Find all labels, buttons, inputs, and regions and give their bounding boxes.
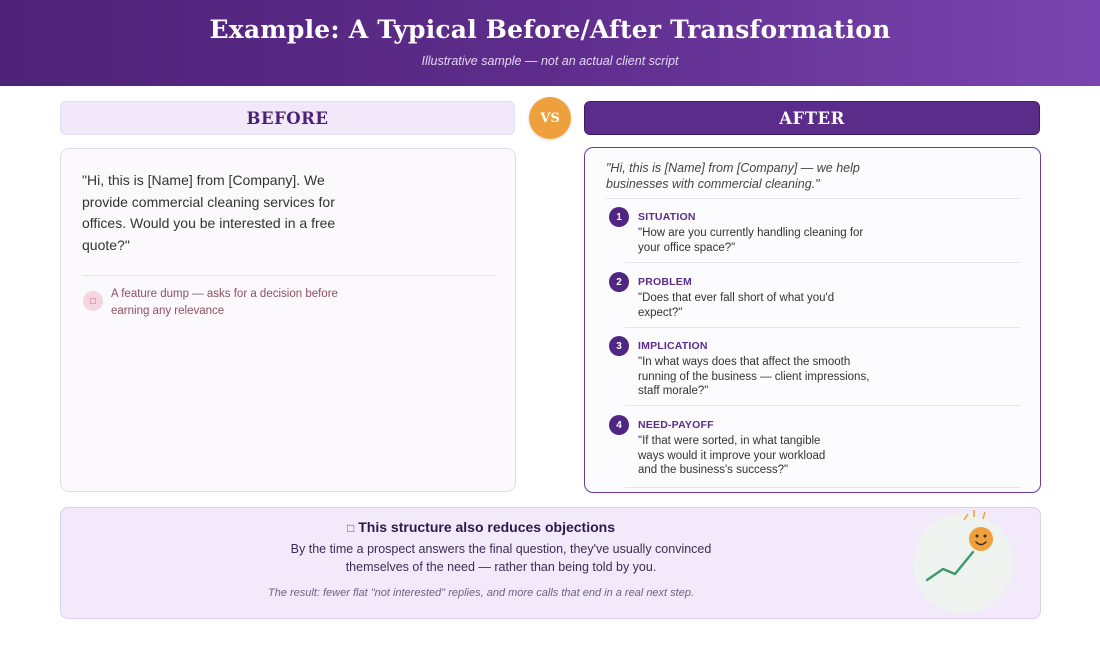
- after-heading: AFTER: [584, 101, 1040, 135]
- before-quote: "Hi, this is [Name] from [Company]. We p…: [82, 172, 336, 253]
- step-label: SITUATION: [638, 211, 696, 223]
- page-title: Example: A Typical Before/After Transfor…: [209, 15, 891, 44]
- step-question: "If that were sorted, in what tangible w…: [638, 435, 826, 476]
- smiley-growth-chart-icon: [913, 510, 1013, 613]
- after-card: "Hi, this is [Name] from [Company] — we …: [584, 147, 1041, 493]
- step-question: "How are you currently handling cleaning…: [638, 227, 864, 254]
- sparkle-line: [963, 513, 969, 521]
- after-intro-quote: "Hi, this is [Name] from [Company] — we …: [606, 161, 860, 191]
- box-glyph-icon: □: [347, 521, 355, 535]
- divider: [625, 405, 1020, 406]
- step-number: 3: [609, 336, 629, 356]
- objections-title-text: This structure also reduces objections: [358, 519, 615, 535]
- divider: [625, 327, 1020, 328]
- step-number: 1: [609, 207, 629, 227]
- objections-note: The result: fewer flat "not interested" …: [267, 587, 695, 599]
- page-header: Example: A Typical Before/After Transfor…: [0, 0, 1100, 86]
- objections-body: By the time a prospect answers the final…: [290, 542, 712, 574]
- warning-box-icon: □: [83, 291, 103, 311]
- growth-line: [925, 550, 975, 582]
- step-label: PROBLEM: [638, 276, 692, 288]
- smiley-face: [969, 527, 993, 551]
- step-number: 4: [609, 415, 629, 435]
- divider: [82, 275, 496, 276]
- step-question: "Does that ever fall short of what you'd…: [638, 292, 835, 319]
- step-question: "In what ways does that affect the smoot…: [638, 356, 870, 397]
- smiley-mouth: [975, 541, 987, 546]
- step-label: NEED-PAYOFF: [638, 419, 714, 431]
- before-warning: A feature dump — asks for a decision bef…: [111, 288, 338, 317]
- smiley-eye: [975, 534, 979, 538]
- page-subtitle: Illustrative sample — not an actual clie…: [421, 54, 679, 68]
- smiley-eye: [983, 534, 987, 538]
- step-number: 2: [609, 272, 629, 292]
- divider: [625, 487, 1020, 488]
- before-card: "Hi, this is [Name] from [Company]. We p…: [60, 148, 516, 492]
- sparkle-line: [982, 511, 986, 520]
- objections-title: □This structure also reduces objections: [61, 519, 901, 535]
- objections-panel: □This structure also reduces objections …: [60, 507, 1041, 619]
- step-label: IMPLICATION: [638, 340, 708, 352]
- before-heading: BEFORE: [60, 101, 515, 135]
- vs-badge: VS: [529, 97, 571, 139]
- divider: [606, 198, 1020, 199]
- divider: [625, 262, 1020, 263]
